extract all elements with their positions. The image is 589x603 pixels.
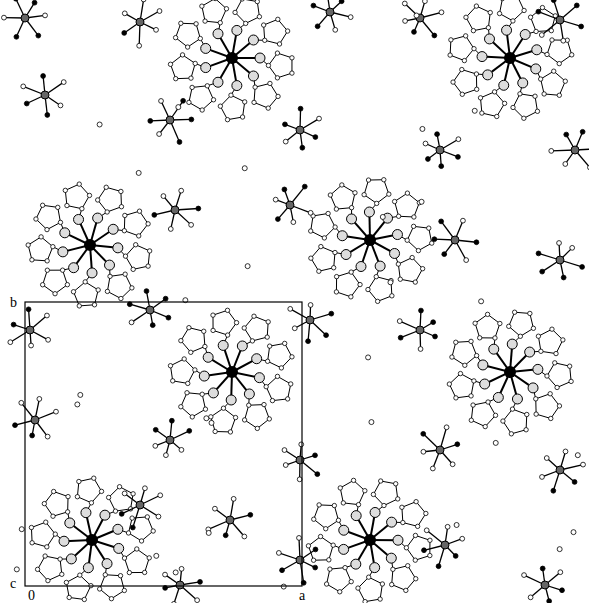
solvent-atom [14, 567, 19, 572]
solvent-atom [78, 392, 83, 397]
anion-star [282, 442, 320, 482]
solvent-atom [472, 108, 477, 113]
anion-star [536, 0, 584, 43]
solvent-atom [571, 530, 576, 535]
anion-star [8, 307, 51, 348]
axis-label: a [298, 589, 306, 603]
solvent-atom [97, 122, 102, 127]
anion-star [311, 0, 353, 32]
cation-cluster [168, 308, 294, 434]
axis-label: 0 [27, 589, 36, 603]
cation-cluster [168, 0, 294, 122]
solvent-atom [136, 170, 141, 175]
solvent-atom [19, 527, 24, 532]
solvent-atom [419, 199, 424, 204]
solvent-atom [245, 264, 250, 269]
anion-star [422, 524, 465, 568]
anion-star [152, 188, 201, 231]
cation-cluster [306, 478, 432, 603]
anion-star [206, 496, 253, 538]
solvent-atom [454, 522, 459, 527]
anion-star [276, 536, 317, 586]
axis-label: b [9, 296, 18, 310]
solvent-atom [154, 553, 159, 558]
anion-star [421, 425, 460, 471]
solvent-atom [366, 355, 371, 360]
solvent-atom [242, 166, 247, 171]
anion-star [549, 129, 589, 169]
anion-star [288, 303, 334, 344]
solvent-atom [173, 570, 178, 575]
anion-star [122, 0, 162, 48]
solvent-atom [388, 280, 393, 285]
solvent-atom [204, 416, 209, 421]
anion-star [13, 397, 59, 439]
solvent-atom [209, 420, 214, 425]
anion-star [2, 0, 48, 39]
anion-star [402, 0, 443, 38]
anion-star [273, 184, 313, 224]
anion-star [148, 98, 194, 144]
solvent-atom [493, 440, 498, 445]
anion-star [397, 308, 437, 351]
solvent-atom [380, 214, 385, 219]
anion-star [153, 418, 192, 457]
anion-star [119, 486, 162, 530]
solvent-atom [369, 420, 374, 425]
anion-star [540, 449, 586, 493]
solvent-atom [206, 530, 211, 535]
solvent-atom [479, 299, 484, 304]
anion-star [163, 566, 203, 603]
cation-cluster [447, 310, 573, 436]
anion-star [522, 566, 565, 603]
anion-star [283, 106, 322, 150]
anion-star [21, 74, 66, 118]
solvent-atom [420, 126, 425, 131]
solvent-atom [557, 547, 562, 552]
anion-star [432, 218, 479, 262]
axis-label: c [9, 577, 17, 591]
cation-cluster [309, 178, 434, 304]
solvent-atom [575, 453, 580, 458]
solvent-atom [75, 402, 80, 407]
unit-cell [25, 302, 302, 586]
cation-cluster [29, 476, 155, 602]
solvent-atom [414, 13, 419, 18]
cation-cluster [448, 0, 574, 120]
anion-star [127, 289, 170, 328]
cation-cluster [26, 182, 152, 308]
anion-star [423, 132, 461, 169]
solvent-atom [176, 105, 181, 110]
anion-star [536, 241, 584, 280]
